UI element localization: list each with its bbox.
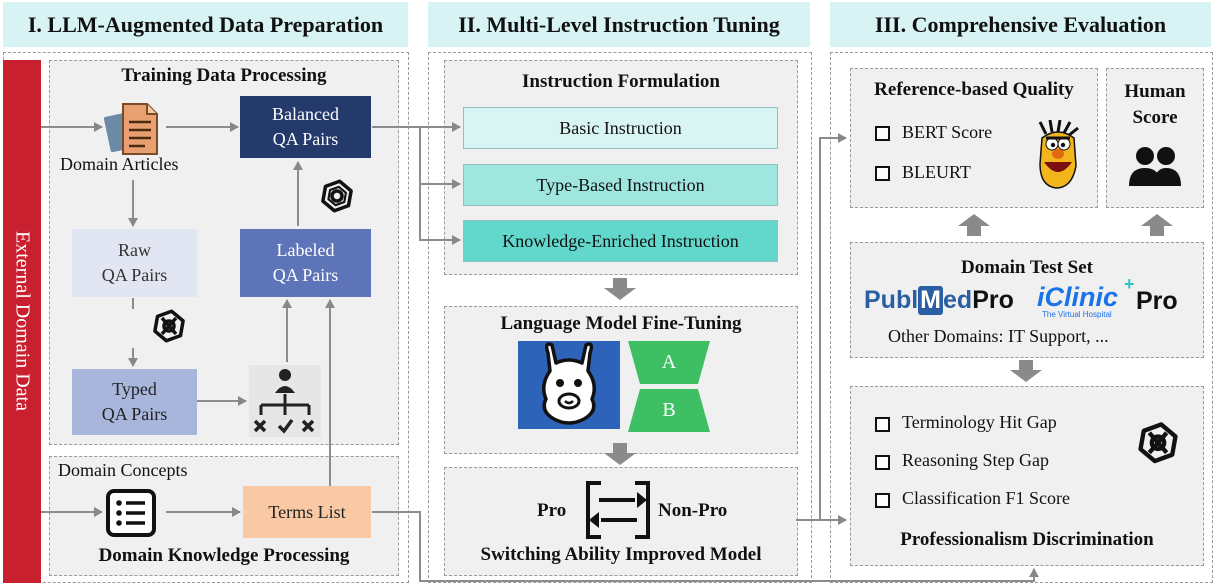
bert-muppet-icon bbox=[1038, 120, 1079, 189]
bert-score-label: BERT Score bbox=[902, 122, 993, 142]
document-icon bbox=[103, 103, 158, 155]
basic-instruction-box: Basic Instruction bbox=[463, 107, 778, 149]
bleurt-checkbox bbox=[875, 166, 890, 181]
switching-model-title: Switching Ability Improved Model bbox=[480, 544, 762, 565]
domain-articles-label: Domain Articles bbox=[60, 154, 179, 174]
training-data-title: Training Data Processing bbox=[121, 65, 327, 86]
section-header-instruction-tuning: II. Multi-Level Instruction Tuning bbox=[428, 2, 810, 47]
fine-tuning-panel: Language Model Fine-Tuning bbox=[444, 306, 798, 454]
instruction-formulation-title: Instruction Formulation bbox=[522, 71, 720, 92]
hierarchy-classify-icon bbox=[249, 365, 321, 437]
column-frame-2 bbox=[428, 52, 812, 583]
professionalism-title: Professionalism Discrimination bbox=[900, 529, 1154, 550]
column-frame-3 bbox=[830, 52, 1213, 583]
chatgpt-icon bbox=[153, 309, 185, 343]
reference-quality-title: Reference-based Quality bbox=[874, 79, 1074, 100]
bert-score-checkbox bbox=[875, 126, 890, 141]
pro-label: Pro bbox=[537, 500, 567, 521]
external-domain-data-bar bbox=[3, 60, 41, 583]
domain-test-set-panel: Domain Test Set bbox=[850, 242, 1204, 358]
type-based-instruction-box: Type-Based Instruction bbox=[463, 164, 778, 206]
llama-icon bbox=[518, 341, 620, 429]
iclinic-plus-icon: + bbox=[1124, 274, 1135, 294]
pubmed-pro-logo: PublMedPro bbox=[864, 286, 1014, 315]
professionalism-panel: Professionalism Discrimination bbox=[850, 386, 1204, 566]
knowledge-enriched-instruction-box: Knowledge-Enriched Instruction bbox=[463, 220, 778, 262]
people-icon bbox=[1129, 147, 1181, 186]
bleurt-label: BLEURT bbox=[902, 162, 971, 182]
adapter-a-shape bbox=[628, 341, 710, 384]
classification-f1-checkbox bbox=[875, 493, 890, 508]
classification-f1-label: Classification F1 Score bbox=[902, 488, 1070, 508]
switch-arrows-icon bbox=[586, 481, 650, 539]
adapter-b-label: B bbox=[662, 399, 676, 421]
non-pro-label: Non-Pro bbox=[658, 500, 728, 521]
domain-test-set-title: Domain Test Set bbox=[961, 257, 1093, 278]
iclinic-tagline: The Virtual Hospital bbox=[1042, 310, 1112, 319]
adapter-b-shape bbox=[628, 389, 710, 432]
terminology-gap-label: Terminology Hit Gap bbox=[902, 412, 1057, 432]
other-domains-label: Other Domains: IT Support, ... bbox=[888, 326, 1109, 346]
iclinic-pro-label: Pro bbox=[1136, 287, 1178, 315]
domain-knowledge-title: Domain Knowledge Processing bbox=[98, 545, 350, 566]
terms-list-box: Terms List bbox=[243, 486, 371, 538]
adapter-a-label: A bbox=[661, 351, 677, 373]
chatgpt-icon bbox=[321, 179, 353, 213]
chatgpt-icon bbox=[1138, 422, 1178, 464]
list-icon bbox=[106, 489, 156, 537]
iclinic-logo: iClinic bbox=[1037, 282, 1119, 312]
reasoning-gap-label: Reasoning Step Gap bbox=[902, 450, 1049, 470]
section-header-data-preparation: I. LLM-Augmented Data Preparation bbox=[3, 2, 408, 47]
domain-concepts-label: Domain Concepts bbox=[58, 460, 188, 480]
terminology-gap-checkbox bbox=[875, 417, 890, 432]
section-header-evaluation: III. Comprehensive Evaluation bbox=[830, 2, 1211, 47]
reasoning-gap-checkbox bbox=[875, 455, 890, 470]
fine-tuning-title: Language Model Fine-Tuning bbox=[500, 313, 742, 334]
